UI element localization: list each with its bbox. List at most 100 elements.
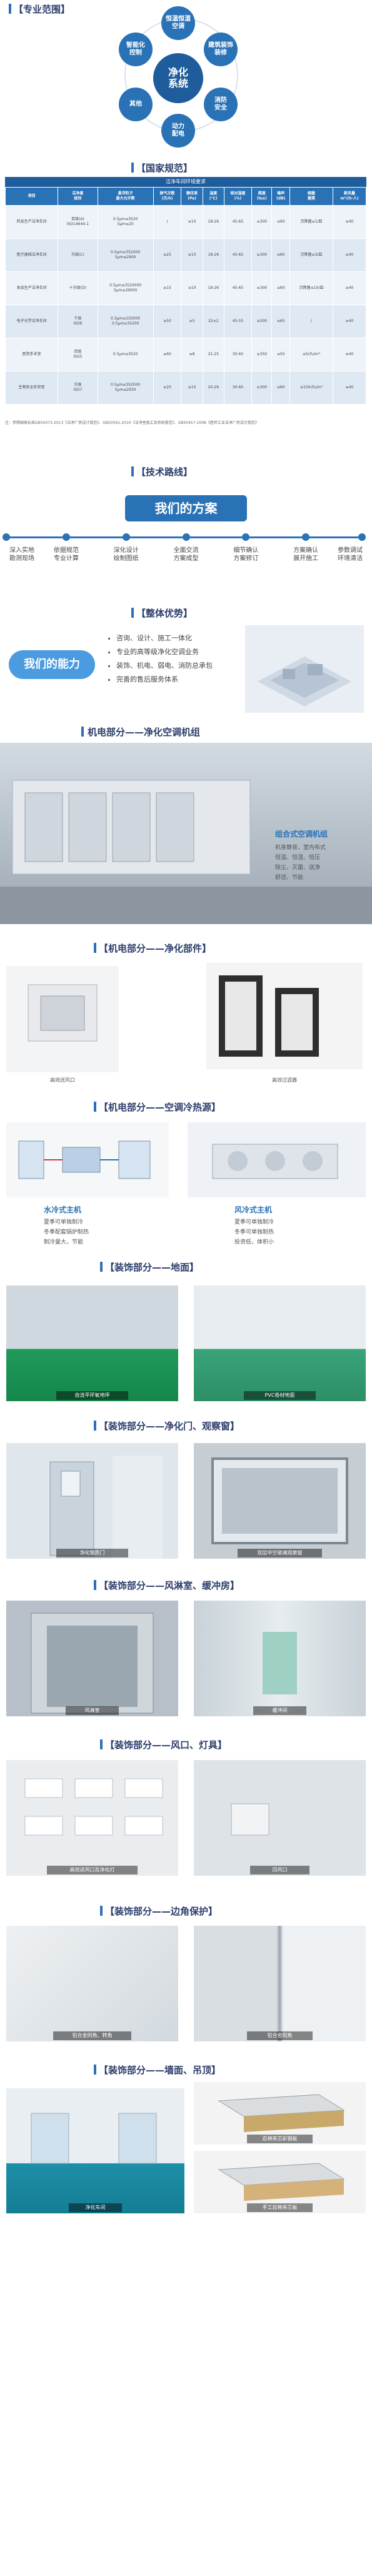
section-floor-header: 【装饰部分——地面】	[0, 1260, 372, 1274]
table-cell: 百级 ISO5	[58, 338, 98, 371]
table-cell: ≥500	[251, 304, 273, 338]
table-cell: 0.5μm≤3520000 5μm≤29000	[97, 271, 154, 305]
advantage-item: 咨询、设计、施工一体化	[116, 631, 248, 645]
table-cell: ≥10	[181, 238, 203, 272]
floor-epoxy-caption: 自流平环氧地坪	[56, 1391, 128, 1400]
table-cell: ≥40	[332, 371, 367, 405]
section-standards-header: 【国家规范】	[0, 161, 372, 175]
standards-table: 项目洁净度 级别悬浮粒子 最大允许数换气次数 (次/h)静压差 (Pa)温度 (…	[4, 187, 367, 405]
section-corner-header: 【装饰部分——边角保护】	[0, 1904, 372, 1918]
door-caption: 净化钢质门	[56, 1549, 128, 1557]
ahu-desc-line: 恒温、恒湿、恒压	[275, 855, 321, 861]
standards-note: 注：参照国家标准GB50073-2013《洁净厂房设计规范》、GB50591-2…	[5, 421, 259, 425]
window-photo	[194, 1443, 366, 1559]
table-cell: ≤50	[271, 338, 291, 371]
ceiling-lamp-caption: 高效送风口及净化灯	[47, 1866, 138, 1874]
rockwool-panel-caption: 岩棉夹芯彩钢板	[247, 2135, 313, 2143]
advantage-item: 装饰、机电、弱电、消防总承包	[116, 659, 248, 673]
table-cell: 18-26	[202, 271, 224, 305]
section-ahu-header: 机电部分——净化空调机组	[0, 725, 372, 739]
table-header-cell: 项目	[4, 187, 59, 206]
water-cooled-desc-line: 冬季配套锅炉制热	[44, 1229, 89, 1235]
table-cell: 医疗器械洁净车间	[4, 238, 59, 272]
table-cell: ≥5	[181, 304, 203, 338]
table-cell: 18-26	[202, 238, 224, 272]
table-header-cell: 新风量 m³/(h·人)	[332, 187, 367, 206]
tech-banner: 我们的方案	[125, 495, 247, 521]
step-label: 方案确认 展开施工	[293, 547, 319, 562]
table-cell: 21-25	[202, 338, 224, 371]
table-cell: ≤60	[271, 238, 291, 272]
table-cell: ≥60	[153, 338, 182, 371]
table-cell: ≥300	[251, 271, 273, 305]
step-label: 参数调试 环境清洁	[338, 547, 363, 562]
floor-pvc-photo	[194, 1285, 366, 1401]
section-parts-header: 【机电部分——净化部件】	[0, 942, 372, 955]
table-cell: 食品生产洁净车间	[4, 271, 59, 305]
standards-caption: 洁净车间环境要求	[5, 177, 366, 187]
table-cell: 0.5μm≤3520	[97, 338, 154, 371]
table-cell: 45-55	[223, 304, 253, 338]
table-cell: ≥40	[332, 238, 367, 272]
table-cell: 45-65	[223, 205, 253, 239]
buffer-room-photo	[194, 1601, 366, 1716]
table-cell: ≥25	[153, 238, 182, 272]
section-wall-header: 【装饰部分——墙面、吊顶】	[0, 2063, 372, 2077]
table-cell: 万级 ISO7	[58, 371, 98, 405]
table-cell: ≥8	[181, 338, 203, 371]
step-label: 依据规范 专业计算	[53, 547, 79, 562]
section-source-header: 【机电部分——空调冷热源】	[0, 1100, 372, 1114]
table-cell: ≤150cfu/m³	[289, 371, 333, 405]
outer-corner-photo	[194, 1926, 366, 2041]
table-cell: 生物安全实验室	[4, 371, 59, 405]
table-cell: 药品生产洁净车间	[4, 205, 59, 239]
air-cooled-photo	[188, 1122, 366, 1197]
cleanroom-caption: 净化车间	[69, 2203, 122, 2212]
rockwool-panel-photo	[194, 2082, 366, 2145]
table-cell: 千级 ISO6	[58, 304, 98, 338]
table-cell: 30-60	[223, 371, 253, 405]
table-cell: 万级(C)	[58, 238, 98, 272]
table-header-cell: 细菌 菌落	[289, 187, 333, 206]
window-caption: 双层中空玻璃观察窗	[238, 1549, 322, 1557]
table-cell: ≥350	[251, 338, 273, 371]
table-cell: 百级(A) ISO14644-1	[58, 205, 98, 239]
table-cell: 0.3μm≤102000 0.5μm≤35200	[97, 304, 154, 338]
inner-corner-caption: 铝合金阴角、转角	[53, 2031, 131, 2040]
outer-corner-caption: 铝合金阳角	[247, 2031, 313, 2040]
scope-item-control: 智能化 控制	[119, 33, 153, 66]
scope-item-hvac: 恒温恒湿 空调	[161, 6, 195, 40]
air-cooled-desc-line: 冬季可单独制热	[234, 1229, 274, 1235]
table-cell: 医院手术室	[4, 338, 59, 371]
table-cell: /	[153, 205, 182, 239]
floor-pvc-caption: PVC卷材地面	[244, 1391, 316, 1400]
table-cell: 沉降菌≤3/皿	[289, 238, 333, 272]
section-lamp-header: 【装饰部分——风口、灯具】	[0, 1738, 372, 1752]
table-cell: ≤60	[271, 271, 291, 305]
building-illustration	[245, 625, 364, 713]
step-label: 细节确认 方案修订	[233, 547, 259, 562]
table-cell: ≥40	[332, 271, 367, 305]
step-label: 全面交流 方案成型	[173, 547, 199, 562]
table-cell: ≥10	[181, 371, 203, 405]
handmade-panel-photo	[194, 2151, 366, 2213]
table-cell: 0.5μm≤352000 5μm≤2900	[97, 238, 154, 272]
section-door-header: 【装饰部分——净化门、观察窗】	[0, 1419, 372, 1433]
air-outlet-label: 高效送风口	[50, 1077, 75, 1083]
water-cooled-info: 水冷式主机 夏季可单独制冷冬季配套锅炉制热制冷量大，节能	[44, 1204, 156, 1247]
hepa-filter-photo	[206, 963, 363, 1069]
advantage-list: 咨询、设计、施工一体化专业的高等级净化空调业务装饰、机电、弱电、消防总承包完善的…	[106, 631, 248, 687]
section-scope-header: 【专业范围】	[0, 3, 372, 16]
ahu-desc-line: 机身静音，室内布式	[275, 845, 326, 851]
ceiling-lamp-photo	[6, 1760, 178, 1876]
cleanroom-photo	[6, 2088, 184, 2213]
water-cooled-desc-line: 制冷量大，节能	[44, 1239, 84, 1245]
step-dot	[302, 533, 310, 541]
table-cell: ≥40	[332, 338, 367, 371]
air-shower-caption: 风淋室	[66, 1706, 119, 1715]
table-cell: ≤60	[271, 205, 291, 239]
return-air-caption: 回风口	[250, 1866, 309, 1874]
table-cell: 20-26	[202, 371, 224, 405]
step-label: 深化设计 绘制图纸	[113, 547, 139, 562]
